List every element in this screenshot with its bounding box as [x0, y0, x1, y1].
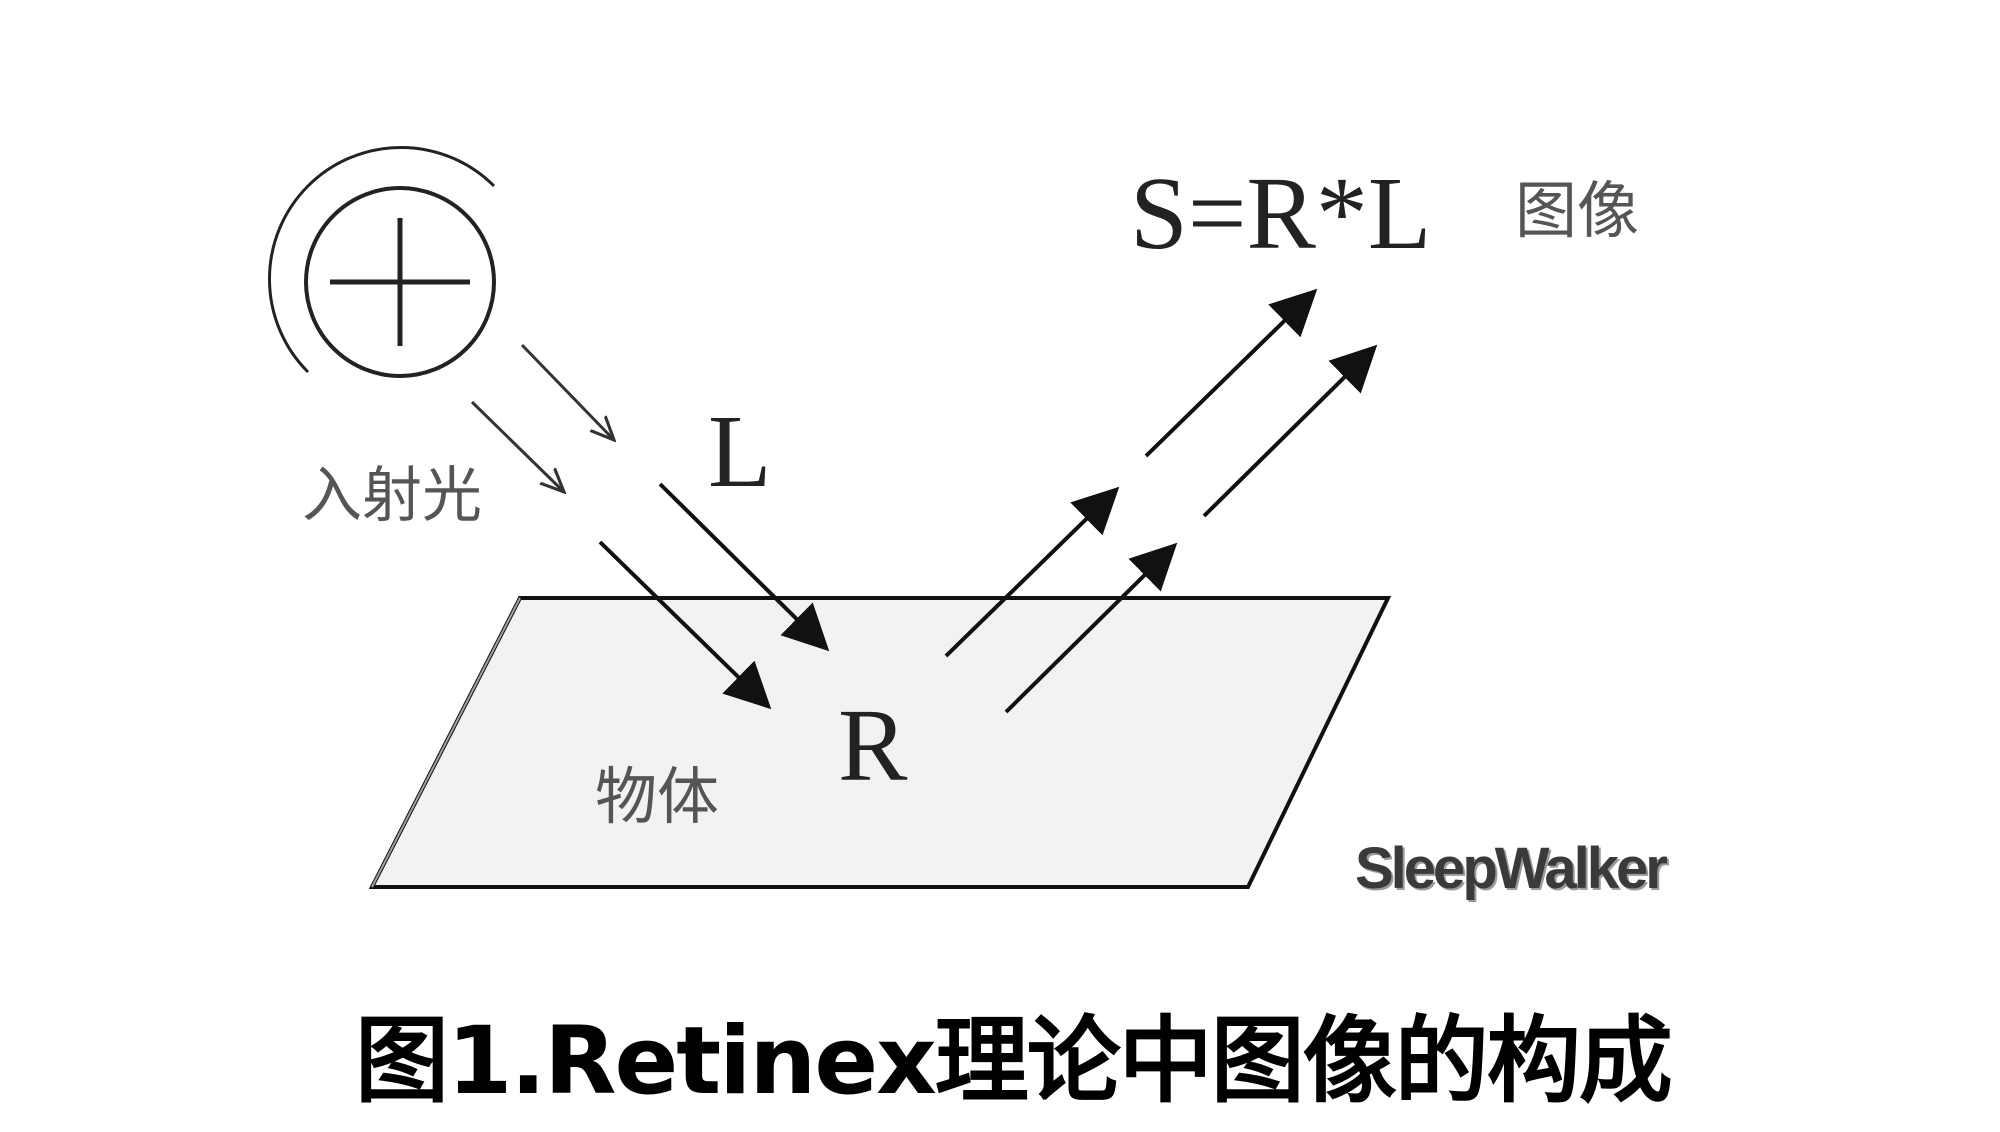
image-label: 图像 — [1515, 174, 1639, 247]
reflected-ray-1b — [1144, 288, 1318, 458]
illumination-label: L — [708, 394, 772, 509]
figure-caption: 图1.Retinex理论中图像的构成 — [355, 1007, 1673, 1116]
watermark: SleepWalker — [1355, 836, 1668, 901]
incident-ray-2 — [598, 540, 772, 710]
light-source-icon — [267, 145, 496, 378]
formula-label: S=R*L — [1130, 156, 1431, 271]
reflectance-label: R — [838, 688, 908, 803]
reflected-ray-2a — [1004, 542, 1178, 714]
incident-ray-small-2 — [470, 400, 564, 492]
object-label: 物体 — [595, 760, 719, 833]
reflected-ray-2b — [1202, 344, 1378, 518]
incident-light-label: 入射光 — [302, 461, 482, 531]
reflected-ray-1a — [944, 486, 1120, 658]
incident-ray-small-1 — [520, 343, 614, 440]
incident-ray-1 — [658, 482, 830, 652]
